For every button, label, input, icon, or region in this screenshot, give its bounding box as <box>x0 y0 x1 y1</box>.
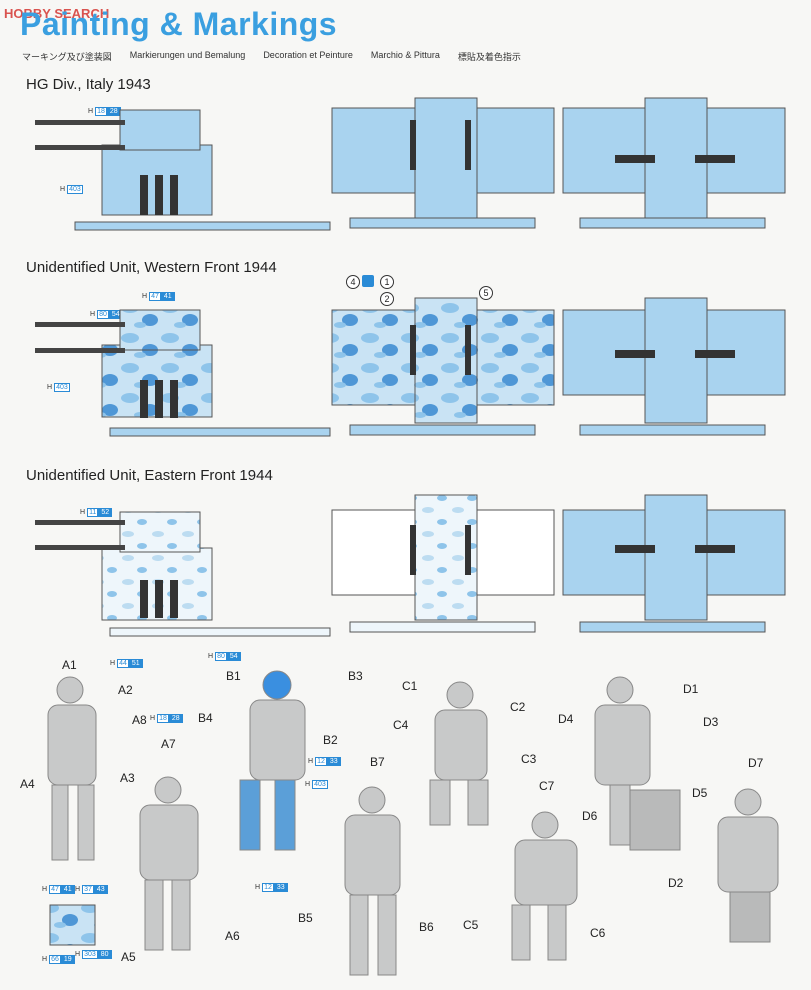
figure-label: D7 <box>748 756 764 770</box>
figure-label: A1 <box>62 658 77 672</box>
gun-front-view-1 <box>331 97 555 229</box>
language-subtitles: マーキング及び塗装図 Markierungen und Bemalung Dec… <box>22 50 521 63</box>
marker-circle: 1 <box>380 275 394 289</box>
figure-label: C4 <box>393 718 409 732</box>
figure-label: B3 <box>348 669 363 683</box>
insignia-icon <box>362 275 374 287</box>
figure-label: C7 <box>539 779 555 793</box>
gun-rear-view-1 <box>562 97 786 229</box>
lang-cn: 標貼及着色指示 <box>457 52 521 62</box>
figure-label: B6 <box>419 920 434 934</box>
lang-de: Markierungen und Bemalung <box>129 50 246 60</box>
gun-front-view-2 <box>331 297 555 436</box>
figure-label: A8 <box>132 713 147 727</box>
figure-label: D1 <box>683 682 699 696</box>
marker-circle: 5 <box>479 286 493 300</box>
figure-label: A6 <box>225 929 240 943</box>
figure-label: B5 <box>298 911 313 925</box>
figure-label: A3 <box>120 771 135 785</box>
section-title-2: Unidentified Unit, Western Front 1944 <box>26 259 277 276</box>
section-title-3: Unidentified Unit, Eastern Front 1944 <box>26 467 273 484</box>
gun-rear-view-3 <box>562 494 786 633</box>
figure-label: B2 <box>323 733 338 747</box>
figure-label: C3 <box>521 752 537 766</box>
figure-label: C5 <box>463 918 479 932</box>
page-title: Painting & Markings <box>20 6 338 42</box>
lang-it: Marchio & Pittura <box>370 50 440 60</box>
figure-label: B1 <box>226 669 241 683</box>
figure-label: B7 <box>370 755 385 769</box>
marker-circle: 4 <box>346 275 360 289</box>
marker-circle: 2 <box>380 292 394 306</box>
lang-fr: Decoration et Peinture <box>263 50 353 60</box>
figure-label: A5 <box>121 950 136 964</box>
figure-label: C1 <box>402 679 418 693</box>
gun-side-view-1 <box>35 109 331 231</box>
figure-label: D5 <box>692 786 708 800</box>
figure-silhouettes <box>47 670 779 976</box>
figure-label: B4 <box>198 711 213 725</box>
camo-swatch <box>49 904 96 946</box>
figure-label: A2 <box>118 683 133 697</box>
figure-label: C6 <box>590 926 606 940</box>
gun-side-view-3 <box>35 511 331 637</box>
gun-side-view-2 <box>35 309 331 437</box>
figure-label: D6 <box>582 809 598 823</box>
figure-label: D4 <box>558 712 574 726</box>
figure-label: D3 <box>703 715 719 729</box>
figure-label: A4 <box>20 777 35 791</box>
figure-label: C2 <box>510 700 526 714</box>
figure-label: D2 <box>668 876 684 890</box>
gun-front-view-3 <box>331 494 555 633</box>
gun-rear-view-2 <box>562 297 786 436</box>
lang-jp: マーキング及び塗装図 <box>22 52 112 62</box>
section-title-1: HG Div., Italy 1943 <box>26 76 151 93</box>
watermark: HOBBY SEARCH <box>4 6 110 21</box>
figure-label: A7 <box>161 737 176 751</box>
